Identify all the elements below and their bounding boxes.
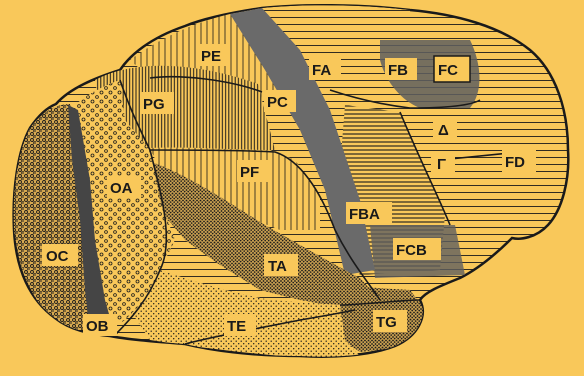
label-fd: FD <box>505 154 525 171</box>
label-oa: OA <box>110 180 133 197</box>
label-ta: TA <box>268 258 287 275</box>
label-ob: OB <box>86 318 109 335</box>
label-fb: FB <box>388 62 408 79</box>
label-fc: FC <box>438 62 458 79</box>
label-gamma: Γ <box>437 156 446 173</box>
label-pe: PE <box>201 48 221 65</box>
label-pf: PF <box>240 164 259 181</box>
label-delta: Δ <box>438 122 449 139</box>
label-fa: FA <box>312 62 331 79</box>
label-pc: PC <box>267 94 288 111</box>
label-fcb: FCB <box>396 242 427 259</box>
label-tg: TG <box>376 314 397 331</box>
label-pg: PG <box>143 96 165 113</box>
label-fba: FBA <box>349 206 380 223</box>
label-te: TE <box>227 318 246 335</box>
label-oc: OC <box>46 248 69 265</box>
